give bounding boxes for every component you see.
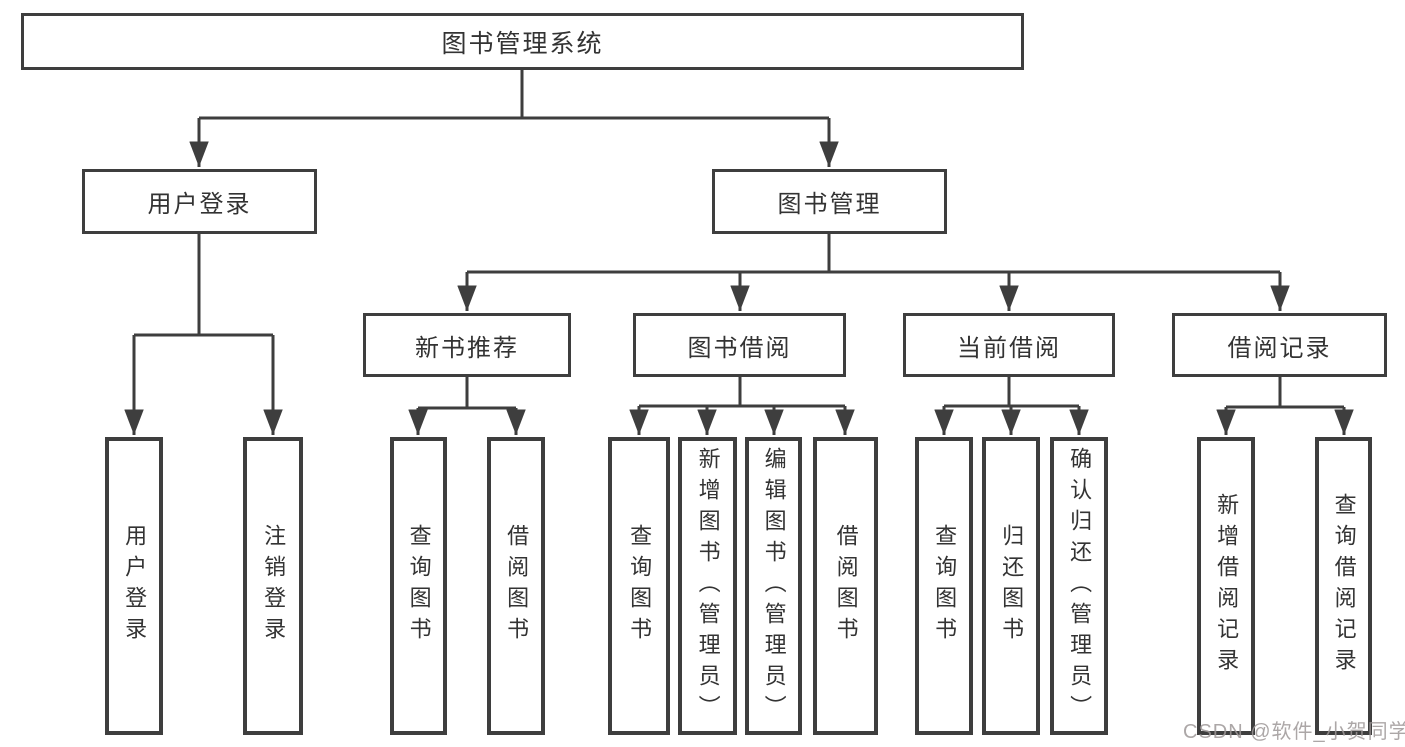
node-leaf-query-books-borrowing: 查询图书 <box>608 437 670 735</box>
node-leaf-add-borrow-record: 新增借阅记录 <box>1197 437 1255 735</box>
node-leaf-query-books-recommend: 查询图书 <box>390 437 447 735</box>
node-current-borrowing: 当前借阅 <box>903 313 1115 377</box>
connector-book-management-to-level3 <box>457 233 1290 311</box>
node-book-borrowing: 图书借阅 <box>633 313 846 377</box>
connector-current-borrowing-to-leaves <box>934 376 1089 435</box>
node-book-management-branch: 图书管理 <box>712 169 947 234</box>
node-borrow-records: 借阅记录 <box>1172 313 1387 377</box>
node-leaf-edit-book-admin: 编辑图书（管理员） <box>745 437 802 735</box>
connector-root-to-level2 <box>189 69 839 167</box>
connector-new-book-recommend-to-leaves <box>408 376 526 435</box>
node-leaf-query-books-current: 查询图书 <box>915 437 973 735</box>
node-root-system: 图书管理系统 <box>21 13 1024 70</box>
node-leaf-add-book-admin: 新增图书（管理员） <box>678 437 737 735</box>
connector-book-borrowing-to-leaves <box>629 376 855 435</box>
node-user-login-branch: 用户登录 <box>82 169 317 234</box>
node-leaf-query-borrow-record: 查询借阅记录 <box>1315 437 1372 735</box>
connector-user-login-to-leaves <box>124 233 283 435</box>
watermark-text: CSDN @软件_小贺同学 <box>1183 721 1405 743</box>
node-leaf-borrow-books-borrowing: 借阅图书 <box>813 437 878 735</box>
connector-borrow-records-to-leaves <box>1216 376 1354 435</box>
node-new-book-recommend: 新书推荐 <box>363 313 571 377</box>
node-leaf-borrow-books-recommend: 借阅图书 <box>487 437 545 735</box>
node-leaf-user-login: 用户登录 <box>105 437 163 735</box>
node-leaf-confirm-return-admin: 确认归还（管理员） <box>1050 437 1108 735</box>
node-leaf-logout: 注销登录 <box>243 437 303 735</box>
node-leaf-return-book: 归还图书 <box>982 437 1040 735</box>
